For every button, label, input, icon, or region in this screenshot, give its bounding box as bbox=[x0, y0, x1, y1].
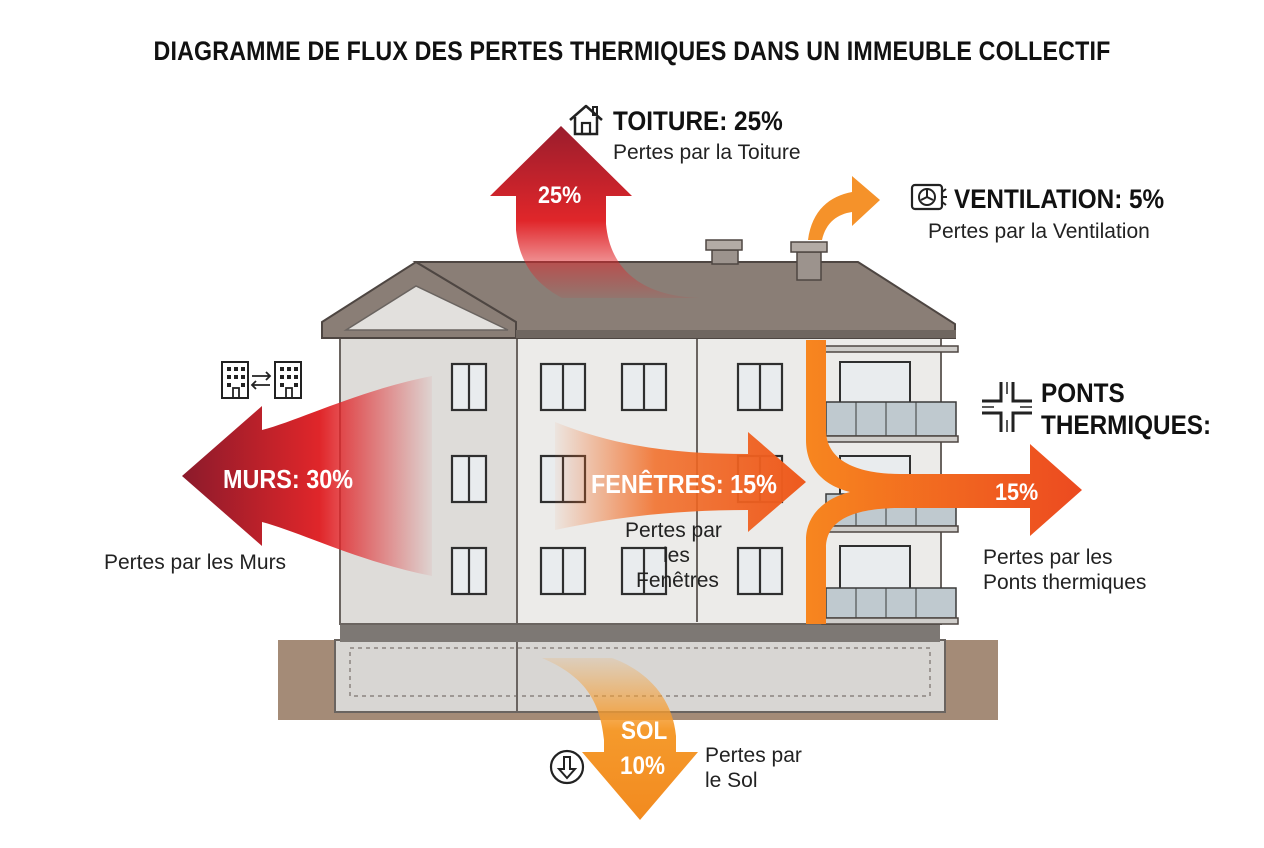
plinth-band bbox=[340, 622, 940, 642]
roof-arrow-value: 25% bbox=[538, 182, 582, 209]
bridges-description-line-2: Ponts thermiques bbox=[983, 571, 1147, 594]
down-arrow-circle-icon bbox=[549, 749, 585, 785]
windows-loss-arrow bbox=[555, 422, 806, 532]
ventilation-fan-icon bbox=[910, 183, 947, 211]
house-icon bbox=[569, 104, 603, 136]
bridges-heading-line-2: THERMIQUES: bbox=[1041, 410, 1212, 440]
ground-arrow-label: SOL bbox=[621, 717, 668, 745]
chimney-left bbox=[705, 239, 743, 265]
ventilation-description: Pertes par la Ventilation bbox=[928, 220, 1150, 243]
ventilation-heading: VENTILATION: 5% bbox=[954, 184, 1165, 214]
diagram-title: DIAGRAMME DE FLUX DES PERTES THERMIQUES … bbox=[153, 36, 1111, 66]
windows-description-line-1: Pertes par bbox=[625, 519, 722, 542]
bridges-description-line-1: Pertes par les bbox=[983, 546, 1113, 569]
windows-description-line-2: les bbox=[663, 544, 690, 567]
bridges-heading-line-1: PONTS bbox=[1041, 378, 1125, 408]
ground-description-line-2: le Sol bbox=[705, 769, 758, 792]
walls-description: Pertes par les Murs bbox=[104, 551, 287, 574]
walls-loss-arrow bbox=[182, 376, 432, 576]
windows-arrow-value: FENÊTRES: 15% bbox=[591, 469, 777, 499]
roof-heading: TOITURE: 25% bbox=[613, 106, 783, 136]
chimney-right bbox=[790, 241, 828, 281]
bridges-arrow-value: 15% bbox=[995, 479, 1039, 506]
roof-description: Pertes par la Toiture bbox=[613, 141, 801, 164]
thermal-bridge-cross-icon bbox=[982, 382, 1032, 432]
walls-arrow-value: MURS: 30% bbox=[223, 464, 354, 494]
windows-description-line-3: Fenêtres bbox=[636, 569, 719, 592]
ventilation-loss-arrow bbox=[808, 176, 880, 240]
ground-description-line-1: Pertes par bbox=[705, 744, 802, 767]
ground-arrow-value: 10% bbox=[620, 752, 666, 780]
ground-loss-arrow bbox=[542, 658, 698, 820]
roof-loss-arrow bbox=[490, 126, 700, 298]
thermal-bridge-flow bbox=[806, 340, 1082, 624]
buildings-exchange-icon bbox=[221, 361, 302, 399]
